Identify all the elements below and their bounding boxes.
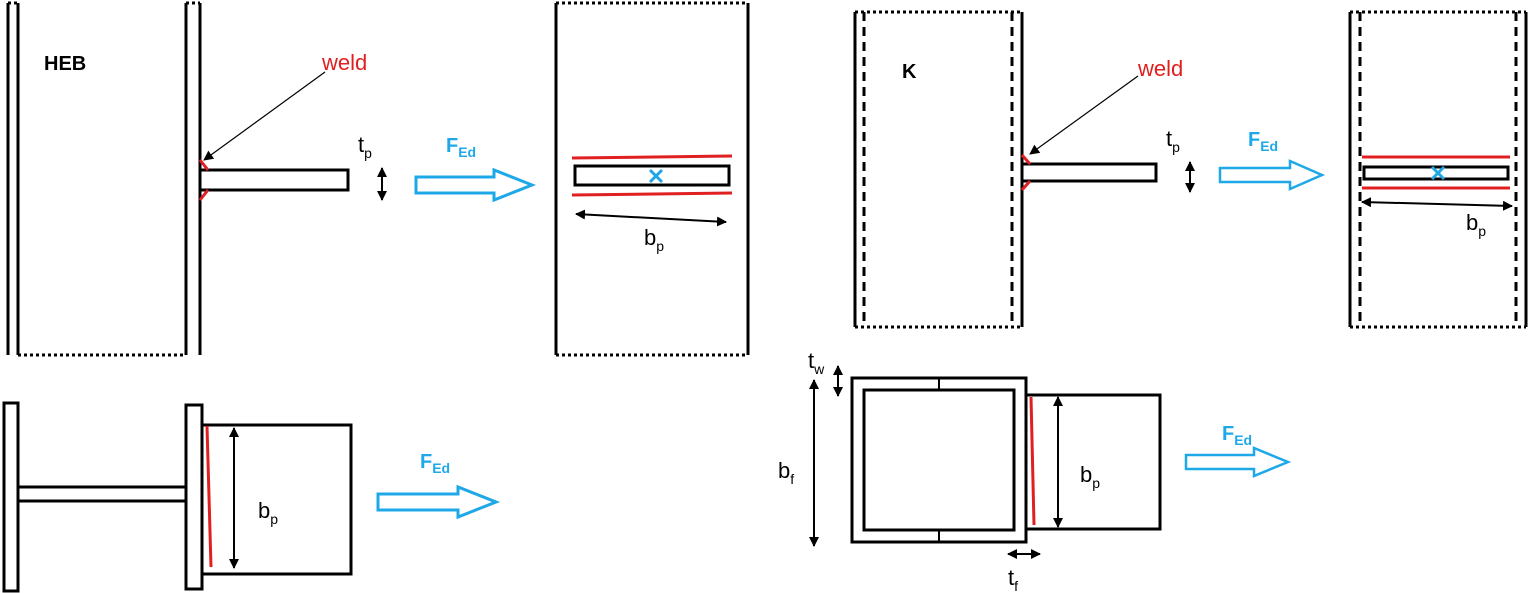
weld-label: weld [321, 50, 367, 75]
bp-label-plan-k: bp [1080, 462, 1100, 491]
bp-label-2: bp [258, 498, 278, 527]
force-label-1: FEd [446, 135, 476, 160]
weld-mark-top-k [1020, 154, 1032, 165]
weld-label-k: weld [1137, 56, 1183, 81]
plate-front-view [573, 164, 731, 187]
plate-side-view [198, 168, 350, 192]
bp-dimension-arrow-k [1361, 197, 1513, 211]
k-column-side-view [853, 10, 1024, 329]
weld-line-top [571, 154, 733, 160]
k-label: K [902, 61, 917, 83]
force-label-3: FEd [1248, 129, 1278, 154]
k-front-view [1348, 10, 1528, 329]
weld-pointer-arrow-k [1029, 75, 1139, 155]
k-plan-view [850, 376, 1162, 544]
force-arrow-2 [376, 484, 501, 520]
weld-mark-bottom [198, 189, 210, 201]
heb-front-view [554, 1, 750, 357]
heb-column-side-view [6, 1, 202, 357]
bf-label: bf [778, 458, 794, 487]
bp-dimension-arrow-1 [575, 209, 727, 227]
force-arrow-1 [414, 167, 537, 203]
weld-line-plan [205, 425, 213, 568]
tp-label: tp [358, 132, 372, 161]
weld-mark-bottom-k [1020, 180, 1032, 191]
force-arrow-3 [1218, 159, 1326, 191]
plate-side-view-k [1020, 162, 1158, 183]
bp-label-1: bp [644, 225, 664, 254]
tw-label: tw [808, 348, 825, 377]
heb-plan-view [2, 401, 353, 593]
centroid-cross-icon [648, 168, 664, 184]
weld-pointer-arrow [203, 71, 326, 161]
weld-line-bottom [571, 191, 733, 197]
force-label-2: FEd [420, 451, 450, 476]
bp-label-k: bp [1466, 210, 1486, 239]
tf-label: tf [1008, 565, 1018, 593]
tp-label-k: tp [1166, 126, 1180, 155]
weld-mark-top [198, 159, 210, 171]
plate-front-view-k [1362, 165, 1510, 181]
weld-line-plan-k [1029, 396, 1036, 526]
force-label-4: FEd [1222, 423, 1252, 448]
centroid-cross-icon-k [1430, 165, 1446, 181]
heb-label: HEB [44, 53, 86, 75]
force-arrow-4 [1184, 446, 1292, 478]
